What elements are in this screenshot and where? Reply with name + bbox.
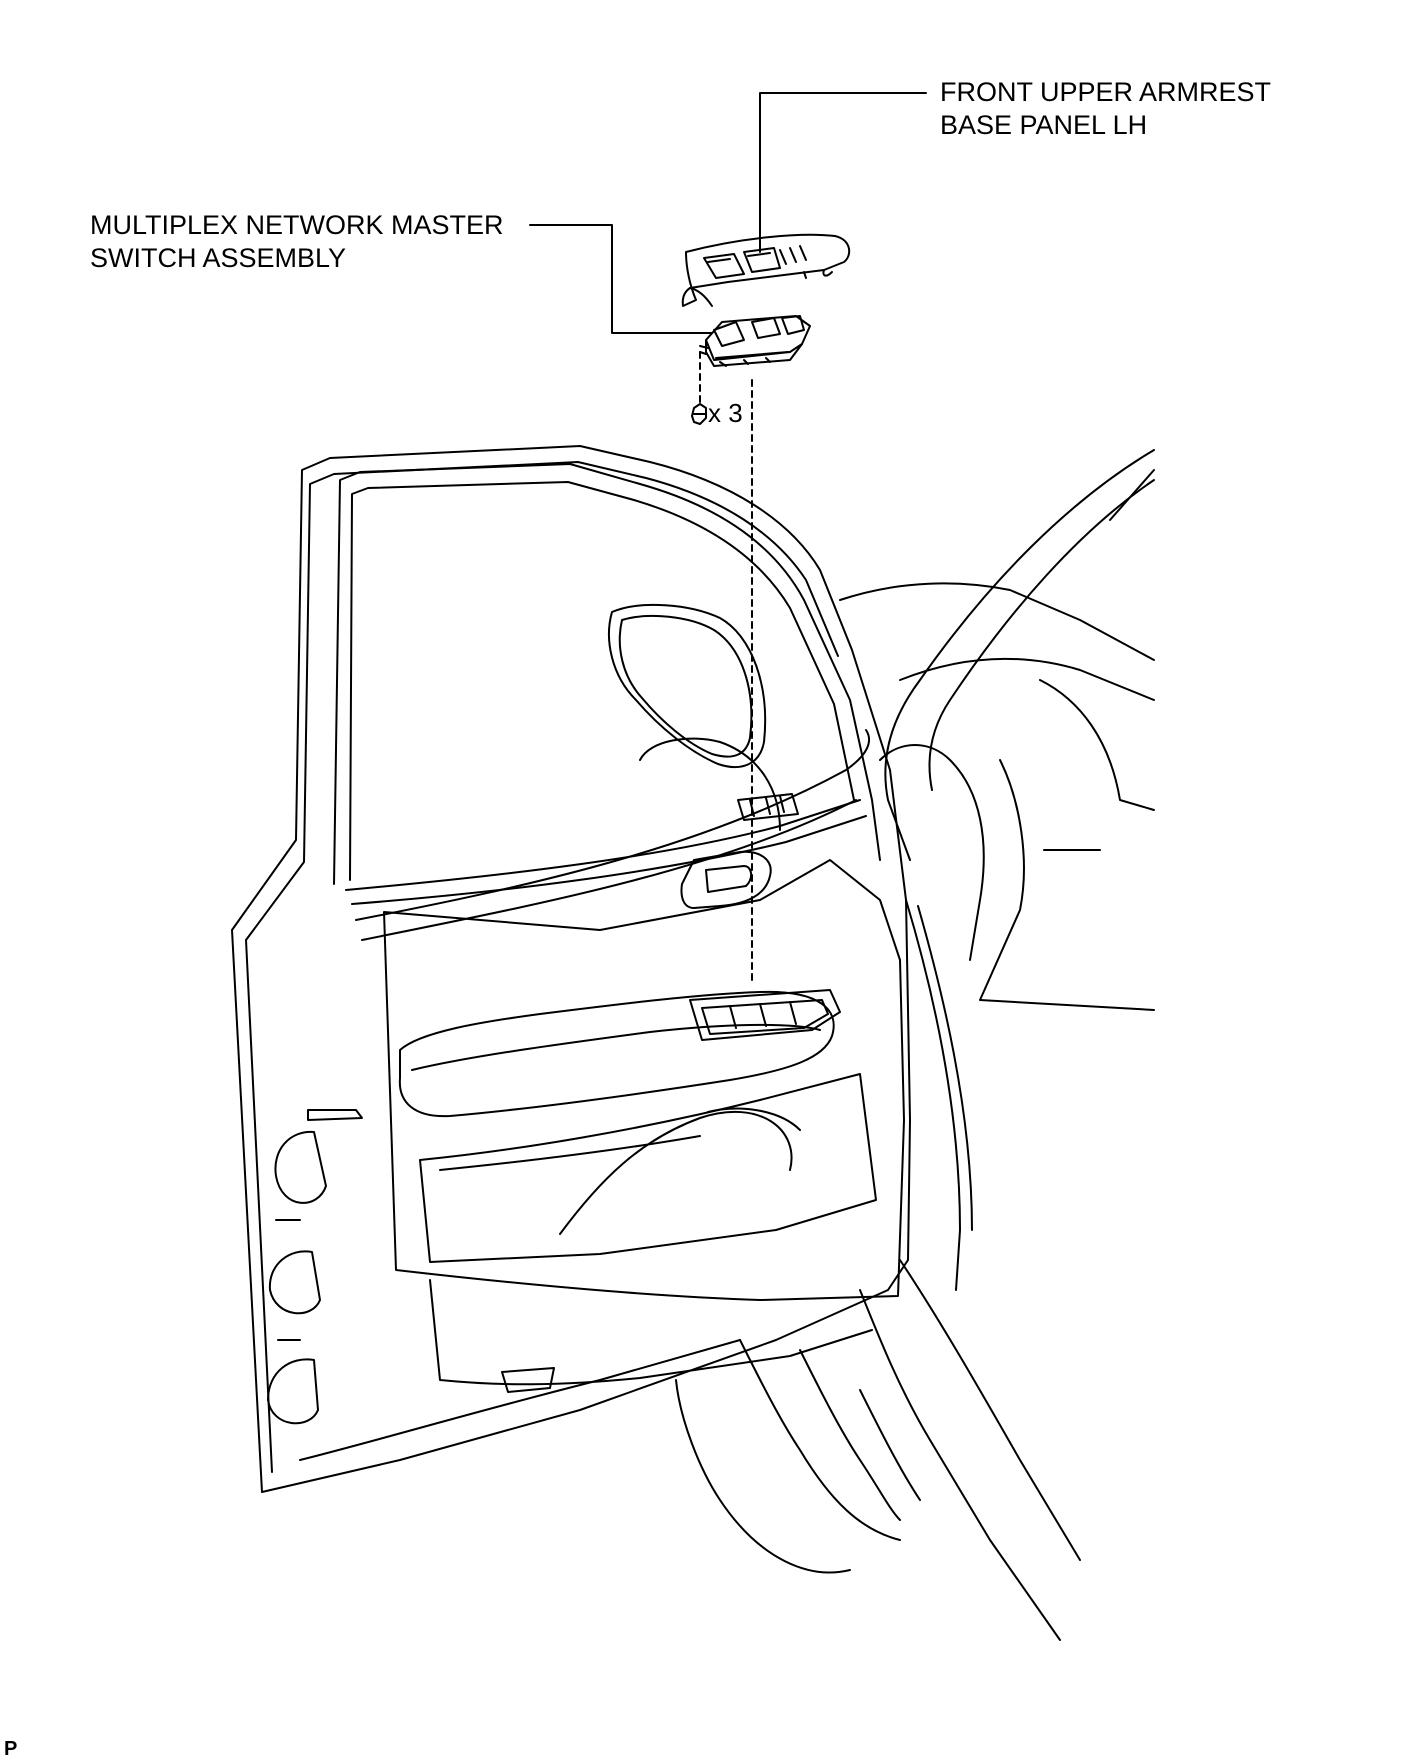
master-switch-part [699, 315, 811, 367]
vehicle-body-illustration [639, 449, 1155, 1641]
armrest-base-panel-part [681, 233, 851, 307]
door-outer-frame [231, 445, 911, 1493]
armrest-panel-label-line-2: BASE PANEL LH [940, 110, 1148, 140]
master-switch-leader [529, 224, 713, 334]
door-pocket [419, 1073, 877, 1263]
armrest-panel-label-line-1: FRONT UPPER ARMREST [940, 77, 1272, 107]
armrest-panel-leader [759, 92, 927, 253]
master-switch-label-line-2: SWITCH ASSEMBLY [90, 243, 347, 273]
screw-clip-icon [691, 403, 707, 425]
a-pillar [884, 449, 1155, 861]
leader-lines [529, 92, 927, 334]
armrest-panel-label: FRONT UPPER ARMREST BASE PANEL LH [940, 76, 1271, 142]
belt-line [345, 799, 861, 891]
figure-code: P [4, 1738, 18, 1760]
switch-recess [689, 989, 841, 1041]
inner-handle [680, 850, 772, 909]
side-mirror [608, 603, 767, 768]
installation-guide-lines [699, 351, 753, 981]
rocker-sill [859, 1289, 1061, 1641]
front-tire [675, 1379, 851, 1574]
master-switch-label-line-1: MULTIPLEX NETWORK MASTER [90, 210, 504, 240]
window-frame [333, 463, 881, 885]
armrest [398, 990, 835, 1118]
vehicle-door-illustration [231, 445, 911, 1493]
master-switch-label: MULTIPLEX NETWORK MASTER SWITCH ASSEMBLY [90, 209, 504, 275]
dashboard [839, 582, 1155, 661]
screw-quantity-label: x 3 [708, 398, 743, 428]
door-trim-panel [383, 859, 905, 1301]
seat [639, 737, 781, 831]
